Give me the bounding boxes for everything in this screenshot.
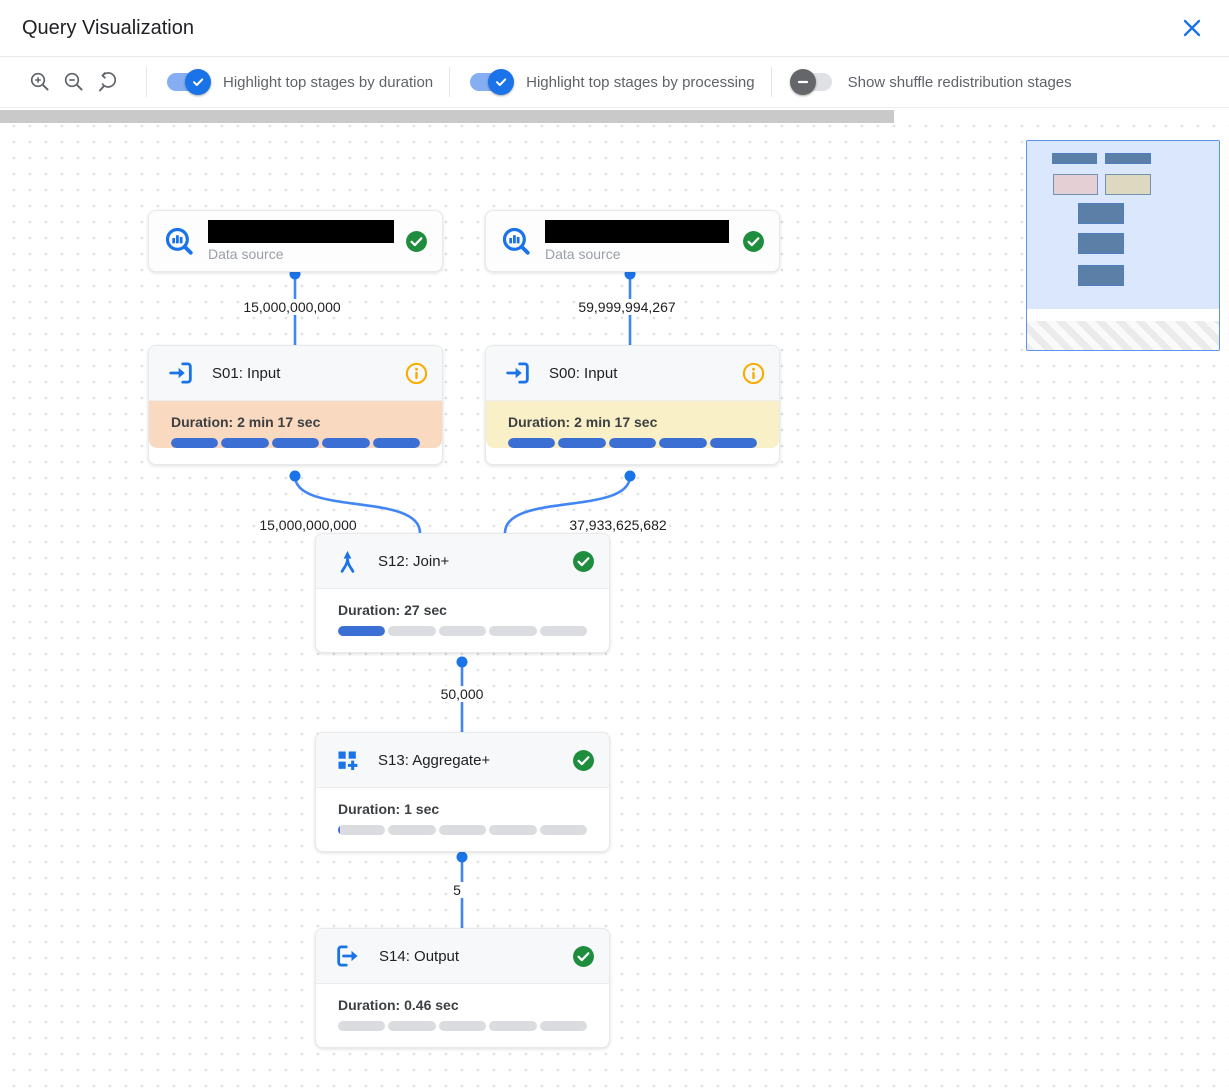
stage-title: S01: Input (212, 364, 281, 382)
duration-text: Duration: 0.46 sec (338, 997, 459, 1013)
output-stage-icon (337, 945, 358, 967)
status-success-icon (743, 230, 764, 252)
zoom-reset-icon (99, 72, 117, 92)
edge-label-rows: 50,000 (437, 686, 487, 702)
edge-label-rows: 37,933,625,682 (566, 517, 670, 533)
toolbar-divider (449, 67, 451, 97)
data-source-label: Data source (545, 246, 621, 262)
join-stage-icon (340, 550, 355, 573)
aggregate-stage-icon (338, 751, 358, 770)
zoom-in-icon (30, 72, 49, 91)
toolbar-divider (146, 67, 147, 97)
toggle-group-duration: Highlight top stages by duration (163, 68, 433, 96)
stage-duration-panel: Duration: 2 min 17 sec (149, 401, 442, 448)
duration-text: Duration: 2 min 17 sec (508, 414, 658, 430)
minimap-node (1078, 265, 1124, 286)
toggle-thumb (185, 69, 211, 95)
horizontal-scrollbar-thumb[interactable] (0, 110, 894, 123)
edge-label-rows: 5 (450, 882, 464, 898)
minimap-node (1105, 153, 1151, 164)
stage-title: S14: Output (379, 947, 460, 965)
stage-title: S00: Input (549, 364, 618, 382)
stage-duration-panel: Duration: 27 sec (316, 589, 609, 636)
toggle-label-duration: Highlight top stages by duration (223, 73, 434, 91)
dialog-header: Query Visualization (0, 0, 1229, 57)
zoom-out-button[interactable] (62, 70, 86, 94)
node-data-source-1[interactable]: Data source (148, 210, 443, 272)
status-success-icon (573, 550, 594, 572)
check-icon (193, 78, 204, 86)
duration-progress-bar (338, 825, 588, 835)
query-graph-canvas[interactable]: 15,000,000,000 59,999,994,267 15,000,000… (0, 124, 1229, 1090)
info-icon[interactable] (405, 362, 428, 385)
close-icon (1183, 19, 1201, 37)
node-stage-s13[interactable]: S13: Aggregate+ Duration: 1 sec (315, 732, 610, 852)
edge-label-rows: 59,999,994,267 (575, 299, 679, 315)
duration-progress-bar (171, 438, 421, 448)
redacted-table-name (545, 220, 729, 243)
bigquery-data-source-icon (165, 227, 193, 255)
duration-progress-bar (338, 626, 588, 636)
zoom-in-button[interactable] (28, 70, 52, 94)
stage-duration-panel: Duration: 1 sec (316, 788, 609, 835)
duration-text: Duration: 2 min 17 sec (171, 414, 321, 430)
node-stage-s00[interactable]: S00: Input Duration: 2 min 17 sec (485, 345, 780, 465)
input-stage-icon (169, 362, 192, 384)
toggle-label-shuffle: Show shuffle redistribution stages (847, 73, 1072, 91)
toggle-show-shuffle[interactable] (788, 68, 836, 96)
minimap-node-highlight-duration (1053, 174, 1098, 195)
node-stage-s12[interactable]: S12: Join+ Duration: 27 sec (315, 533, 610, 653)
check-icon (496, 78, 507, 86)
toggle-group-processing: Highlight top stages by processing (466, 68, 755, 96)
toggle-group-shuffle: Show shuffle redistribution stages (788, 68, 1072, 96)
toggle-highlight-processing[interactable] (466, 68, 515, 96)
minimap-node (1078, 233, 1124, 254)
status-success-icon (406, 230, 427, 252)
info-icon[interactable] (742, 362, 765, 385)
zoom-out-icon (64, 72, 83, 91)
horizontal-scrollbar (0, 108, 1229, 124)
minus-icon (797, 80, 808, 84)
toggle-label-processing: Highlight top stages by processing (526, 73, 755, 91)
stage-title: S12: Join+ (378, 552, 450, 570)
minimap-node-highlight-processing (1105, 174, 1151, 195)
status-success-icon (573, 945, 594, 967)
zoom-reset-button[interactable] (96, 70, 120, 94)
stage-duration-panel: Duration: 0.46 sec (316, 984, 609, 1031)
redacted-table-name (208, 220, 394, 243)
minimap-node (1052, 153, 1097, 164)
duration-text: Duration: 1 sec (338, 801, 440, 817)
edge-label-rows: 15,000,000,000 (240, 299, 344, 315)
bigquery-data-source-icon (502, 227, 530, 255)
toolbar: Highlight top stages by duration Highlig… (0, 57, 1229, 108)
node-stage-s14[interactable]: S14: Output Duration: 0.46 sec (315, 928, 610, 1048)
graph-minimap[interactable] (1026, 140, 1220, 351)
toggle-thumb (488, 69, 515, 95)
toggle-highlight-duration[interactable] (163, 68, 211, 96)
input-stage-icon (506, 362, 529, 384)
page-title: Query Visualization (22, 16, 194, 39)
status-success-icon (573, 749, 594, 771)
duration-progress-bar (338, 1021, 588, 1031)
data-source-label: Data source (208, 246, 284, 262)
toolbar-divider (770, 67, 772, 97)
toggle-thumb (789, 69, 816, 95)
duration-text: Duration: 27 sec (338, 602, 447, 618)
minimap-node (1078, 203, 1124, 224)
minimap-out-of-bounds-stripes (1027, 321, 1219, 350)
stage-duration-panel: Duration: 2 min 17 sec (486, 401, 779, 448)
stage-title: S13: Aggregate+ (378, 751, 491, 769)
edge-label-rows: 15,000,000,000 (256, 517, 360, 533)
duration-progress-bar (508, 438, 758, 448)
node-stage-s01[interactable]: S01: Input Duration: 2 min 17 sec (148, 345, 443, 465)
node-data-source-2[interactable]: Data source (485, 210, 780, 272)
close-button[interactable] (1179, 15, 1205, 41)
graph-edges (289, 268, 636, 928)
